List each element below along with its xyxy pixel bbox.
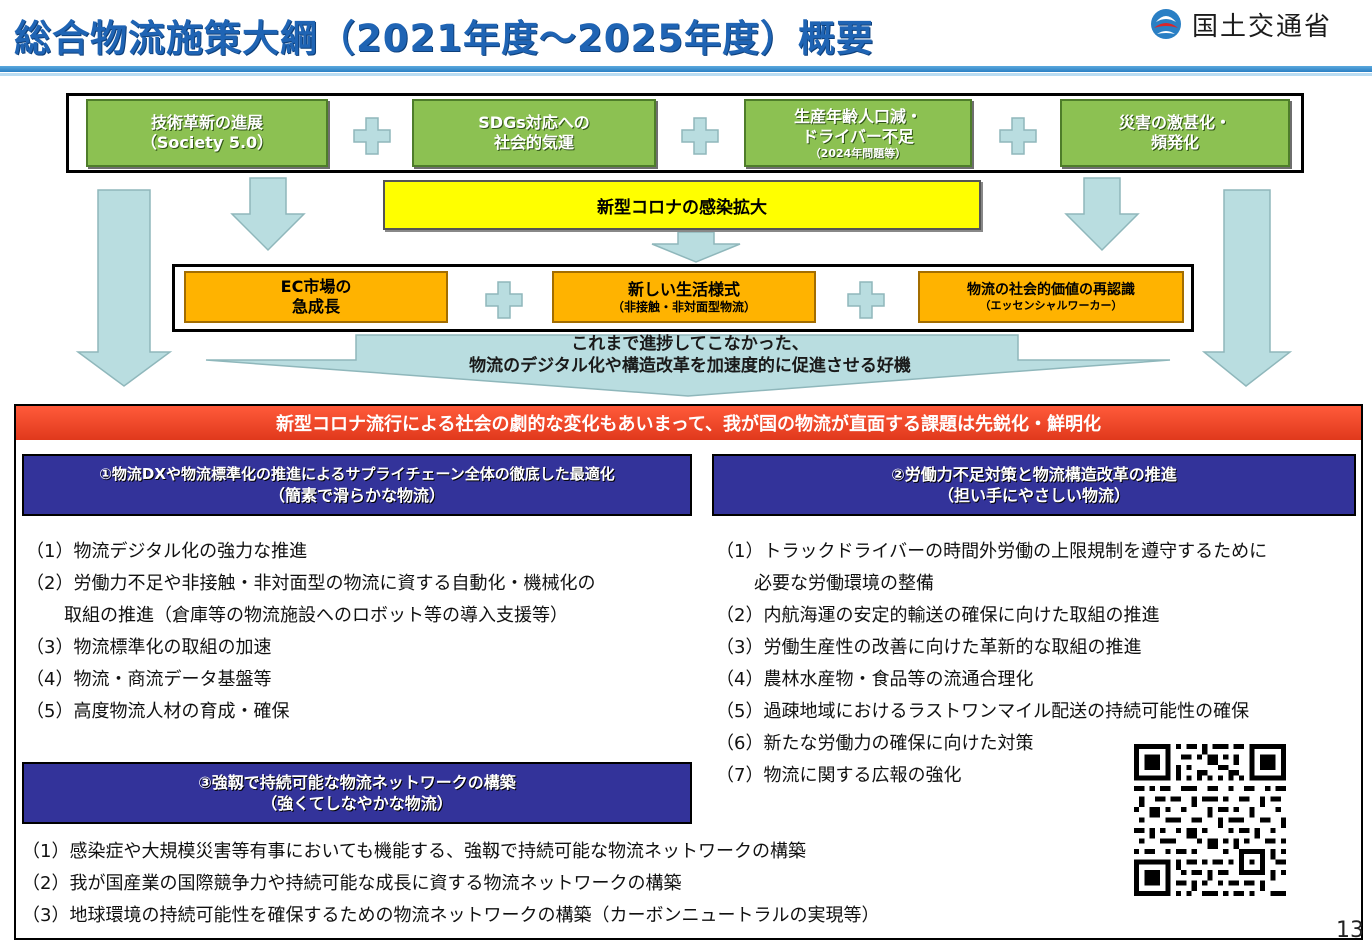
driver-line2: ドライバー不足 <box>802 126 914 146</box>
change-new-lifestyle: 新しい生活様式 （非接触・非対面型物流） <box>552 271 816 323</box>
page-number: 13 <box>1336 918 1364 943</box>
plus-icon <box>847 281 885 319</box>
issue-banner: 新型コロナ流行による社会の劇的な変化もあいまって、我が国の物流が直面する課題は先… <box>16 406 1361 440</box>
opportunity-line1: これまで進捗してこなかった、 <box>571 334 809 354</box>
arrow-center <box>651 231 741 263</box>
pillar-3-heading: ③強靱で持続可能な物流ネットワークの構築 （強くてしなやかな物流） <box>22 762 692 824</box>
ministry-name: 国土交通省 <box>1192 11 1333 42</box>
driver-disasters: 災害の激甚化・ 頻発化 <box>1060 99 1290 167</box>
pillar-1-heading: ①物流DXや物流標準化の推進によるサプライチェーン全体の徹底した最適化 （簡素で… <box>22 454 692 516</box>
list-item: （2）内航海運の安定的輸送の確保に向けた取組の推進 <box>716 605 1160 626</box>
plus-icon <box>485 281 523 319</box>
arrow-left-inner <box>230 177 306 252</box>
title-divider <box>0 66 1372 72</box>
plus-icon <box>681 117 719 155</box>
pillar-3-list: （1）感染症や大規模災害等有事においても機能する、強靱で持続可能な物流ネットワー… <box>22 836 879 932</box>
pillar-subtitle: （担い手にやさしい物流） <box>937 486 1130 505</box>
change-line1: 新しい生活様式 <box>627 279 740 299</box>
pillar-title: ②労働力不足対策と物流構造改革の推進 <box>891 465 1177 484</box>
change-line2: （非接触・非対面型物流） <box>611 299 756 314</box>
plus-icon <box>999 117 1037 155</box>
change-ec-market: EC市場の 急成長 <box>184 271 448 323</box>
list-item: 取組の推進（倉庫等の物流施設へのロボット等の導入支援等） <box>64 605 568 626</box>
driver-line2: （Society 5.0） <box>140 133 274 152</box>
change-line1: EC市場の <box>280 277 352 296</box>
driver-line2: 社会的気運 <box>493 133 574 152</box>
list-item: 必要な労働環境の整備 <box>754 573 934 594</box>
change-line2: 急成長 <box>291 297 340 316</box>
list-item: （4）物流・商流データ基盤等 <box>26 669 272 690</box>
ministry-emblem-icon <box>1151 9 1181 39</box>
driver-technology: 技術革新の進展 （Society 5.0） <box>86 99 328 167</box>
page-title: 総合物流施策大綱（2021年度～2025年度）概要 <box>14 17 874 60</box>
driver-line1: 災害の激甚化・ <box>1118 113 1231 132</box>
ministry-logo: 国土交通省 <box>1148 4 1332 44</box>
change-line2: （エッセンシャルワーカー） <box>979 299 1123 312</box>
qr-code[interactable] <box>1134 744 1286 896</box>
change-line1: 物流の社会的価値の再認識 <box>967 282 1135 298</box>
title-divider-light <box>0 73 1372 76</box>
arrow-right-outer <box>1201 189 1293 387</box>
pillar-subtitle: （簡素で滑らかな物流） <box>268 486 445 505</box>
opportunity-text: これまで進捗してこなかった、 物流のデジタル化や構造改革を加速度的に促進させる好… <box>330 333 1050 377</box>
list-item: （1）物流デジタル化の強力な推進 <box>26 541 308 562</box>
list-item: （6）新たな労働力の確保に向けた対策 <box>716 733 1034 754</box>
arrow-right-inner <box>1064 177 1140 252</box>
list-item: （1）トラックドライバーの時間外労働の上限規制を遵守するために <box>716 541 1268 562</box>
list-item: （5）高度物流人材の育成・確保 <box>26 701 290 722</box>
arrow-left-outer <box>75 189 173 387</box>
list-item: （2）我が国産業の国際競争力や持続可能な成長に資する物流ネットワークの構築 <box>22 873 682 894</box>
change-logistics-value: 物流の社会的価値の再認識 （エッセンシャルワーカー） <box>918 271 1184 323</box>
opportunity-line2: 物流のデジタル化や構造改革を加速度的に促進させる好機 <box>469 356 911 376</box>
list-item: （3）物流標準化の取組の加速 <box>26 637 272 658</box>
driver-line2: 頻発化 <box>1150 133 1199 152</box>
pillar-2-list: （1）トラックドライバーの時間外労働の上限規制を遵守するために 必要な労働環境の… <box>716 536 1267 792</box>
pillar-title: ①物流DXや物流標準化の推進によるサプライチェーン全体の徹底した最適化 <box>99 465 615 483</box>
arrow-funnel <box>205 334 1171 397</box>
driver-line1: 技術革新の進展 <box>150 113 263 132</box>
pillar-1-list: （1）物流デジタル化の強力な推進 （2）労働力不足や非接触・非対面型の物流に資す… <box>26 536 595 728</box>
plus-icon <box>353 117 391 155</box>
driver-labor-shortage: 生産年齢人口減・ ドライバー不足 （2024年問題等） <box>744 99 972 167</box>
pillar-subtitle: （強くてしなやかな物流） <box>261 794 453 813</box>
list-item: （7）物流に関する広報の強化 <box>716 765 962 786</box>
list-item: （2）労働力不足や非接触・非対面型の物流に資する自動化・機械化の <box>26 573 596 594</box>
list-item: （1）感染症や大規模災害等有事においても機能する、強靱で持続可能な物流ネットワー… <box>22 841 807 862</box>
pillar-2-heading: ②労働力不足対策と物流構造改革の推進 （担い手にやさしい物流） <box>712 454 1356 516</box>
flow-arrows <box>75 177 1293 397</box>
driver-sdgs: SDGs対応への 社会的気運 <box>412 99 656 167</box>
driver-line1: 生産年齢人口減・ <box>793 106 922 126</box>
list-item: （4）農林水産物・食品等の流通合理化 <box>716 669 1034 690</box>
driver-line1: SDGs対応への <box>478 113 590 132</box>
list-item: （3）地球環境の持続可能性を確保するための物流ネットワークの構築（カーボンニュー… <box>22 905 880 926</box>
list-item: （5）過疎地域におけるラストワンマイル配送の持続可能性の確保 <box>716 701 1250 722</box>
driver-note: （2024年問題等） <box>809 146 907 160</box>
pillar-title: ③強靱で持続可能な物流ネットワークの構築 <box>198 773 516 792</box>
corona-box: 新型コロナの感染拡大 <box>383 180 981 230</box>
list-item: （3）労働生産性の改善に向けた革新的な取組の推進 <box>716 637 1142 658</box>
